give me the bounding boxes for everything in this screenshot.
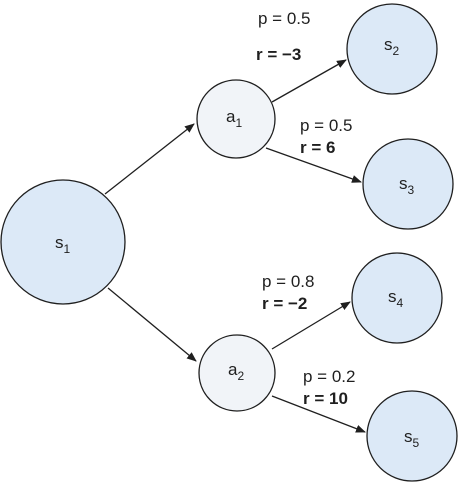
action-node-circle: [198, 334, 276, 412]
reward-label: r = −3: [256, 45, 301, 64]
state-node-circle: [0, 179, 126, 305]
probability-label: p = 0.8: [262, 272, 314, 291]
node-label: a2: [228, 360, 244, 383]
node-a1: a1: [196, 79, 276, 159]
node-s2: s2: [346, 3, 438, 95]
reward-label: r = 6: [300, 138, 335, 157]
probability-label: p = 0.5: [258, 9, 310, 28]
state-node-circle: [362, 138, 454, 230]
node-label: s3: [399, 174, 415, 197]
node-label: s5: [404, 427, 420, 450]
node-label: s2: [384, 35, 400, 58]
reward-label: r = −2: [262, 294, 307, 313]
state-node-circle: [366, 390, 458, 482]
edges: [104, 59, 366, 433]
state-node-circle: [351, 252, 443, 344]
action-node-circle: [196, 79, 276, 159]
edge-s1-a1: [104, 123, 195, 195]
state-node-circle: [346, 3, 438, 95]
node-label: s1: [55, 233, 71, 256]
node-s4: s4: [351, 252, 443, 344]
edge-a2-s5: [271, 395, 366, 433]
node-s5: s5: [366, 390, 458, 482]
edge-labels: p = 0.5 r = −3 p = 0.5 r = 6 p = 0.8 r =…: [256, 9, 355, 408]
probability-label: p = 0.5: [300, 116, 352, 135]
reward-label: r = 10: [303, 389, 348, 408]
edge-a2-s4: [271, 301, 351, 350]
edge-a1-s3: [265, 147, 362, 183]
probability-label: p = 0.2: [303, 367, 355, 386]
edge-s1-a2: [107, 287, 197, 362]
node-s3: s3: [362, 138, 454, 230]
node-s1: s1: [0, 179, 126, 305]
edge-a1-s2: [271, 59, 347, 103]
node-label: a1: [226, 107, 242, 130]
node-label: s4: [388, 287, 404, 310]
node-a2: a2: [198, 334, 276, 412]
